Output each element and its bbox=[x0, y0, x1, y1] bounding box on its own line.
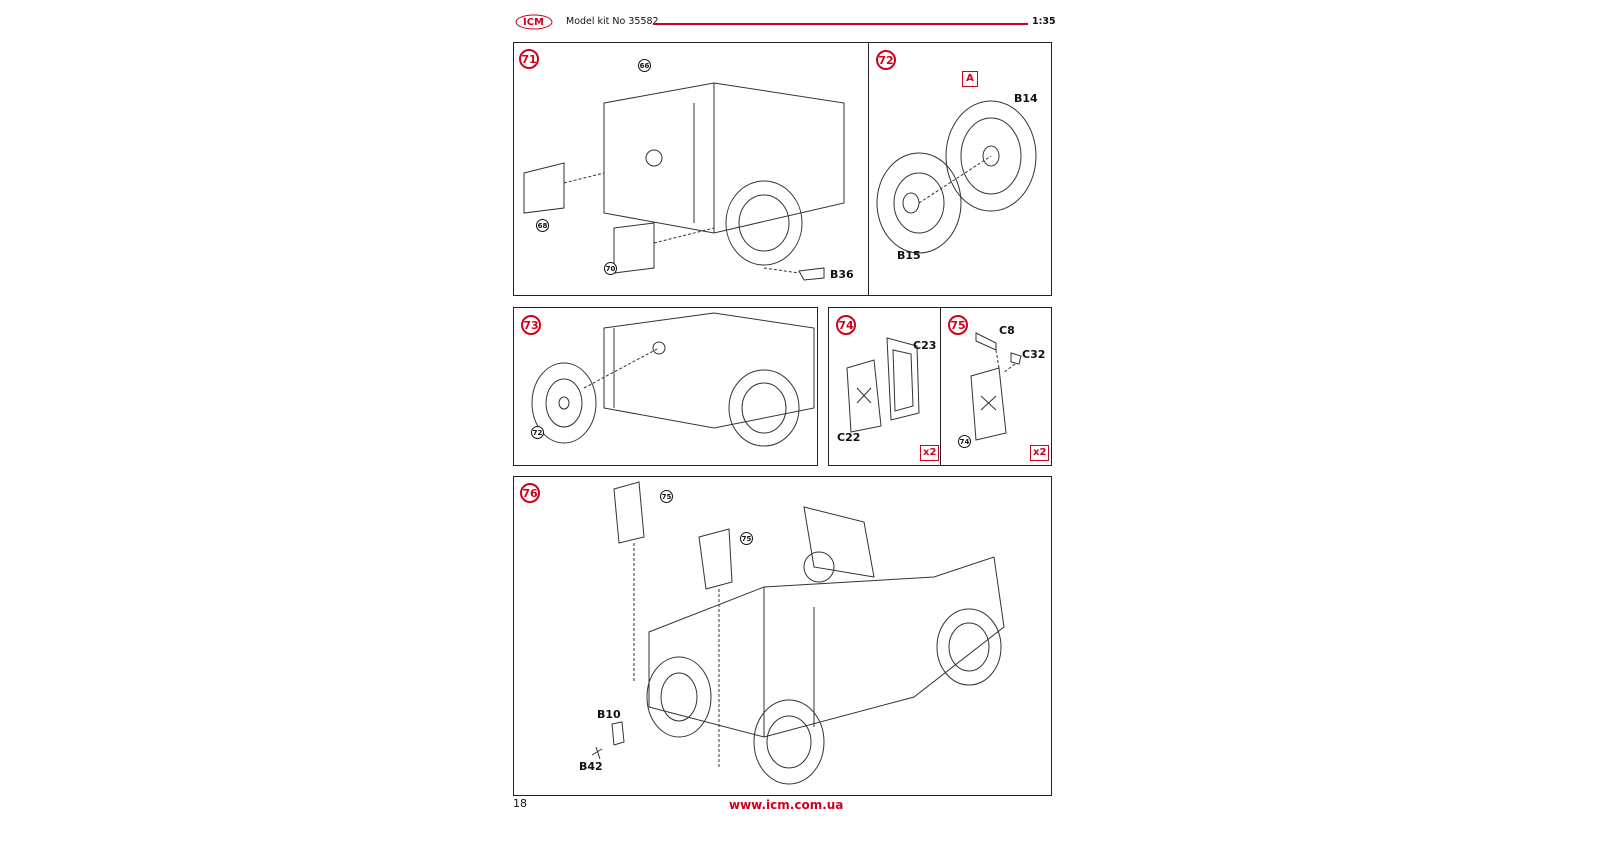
ref-75-middle: 75 bbox=[740, 532, 753, 545]
step-number-75: 75 bbox=[948, 315, 968, 335]
part-b36: B36 bbox=[830, 268, 854, 281]
ref-66: 66 bbox=[638, 59, 651, 72]
step-number-72: 72 bbox=[876, 50, 896, 70]
step-73-panel: 73 72 bbox=[513, 307, 818, 466]
ref-74: 74 bbox=[958, 435, 971, 448]
part-c22: C22 bbox=[837, 431, 861, 444]
svg-text:ICM: ICM bbox=[523, 17, 544, 28]
part-b14: B14 bbox=[1014, 92, 1038, 105]
jerrycan-assembly-drawing bbox=[846, 337, 920, 433]
footer-url[interactable]: www.icm.com.ua bbox=[729, 798, 844, 812]
step-75-panel: 75 C8 C32 74 x2 bbox=[940, 307, 1052, 466]
quantity-badge: x2 bbox=[920, 445, 940, 461]
wheel-drawing bbox=[876, 100, 1037, 254]
vehicle-spare-wheel-drawing bbox=[531, 312, 815, 447]
vehicle-rear-drawing bbox=[523, 82, 845, 281]
step-number-73: 73 bbox=[521, 315, 541, 335]
step-71-panel: 71 66 68 70 B36 bbox=[513, 42, 869, 296]
jerrycan-cap-drawing bbox=[970, 332, 1022, 441]
part-c32: C32 bbox=[1022, 348, 1046, 361]
header-scale: 1:35 bbox=[1032, 16, 1056, 27]
header-title: Model kit No 35582 bbox=[566, 16, 659, 27]
part-c23: C23 bbox=[913, 339, 937, 352]
quantity-badge: x2 bbox=[1030, 445, 1050, 461]
vehicle-final-assembly-drawing bbox=[591, 481, 1005, 785]
ref-68: 68 bbox=[536, 219, 549, 232]
step-74-panel: 74 C23 C22 x2 bbox=[828, 307, 941, 466]
step-number-76: 76 bbox=[520, 483, 540, 503]
color-code-a: A bbox=[962, 71, 978, 87]
part-b15: B15 bbox=[897, 249, 921, 262]
header-rule bbox=[653, 23, 1028, 25]
step-76-panel: 76 75 75 B10 B42 bbox=[513, 476, 1052, 796]
step-number-74: 74 bbox=[836, 315, 856, 335]
step-number-71: 71 bbox=[519, 49, 539, 69]
page-number: 18 bbox=[513, 797, 527, 810]
part-b10: B10 bbox=[597, 708, 621, 721]
part-b42: B42 bbox=[579, 760, 603, 773]
ref-70: 70 bbox=[604, 262, 617, 275]
step-72-panel: 72 A B14 B15 bbox=[868, 42, 1052, 296]
ref-72: 72 bbox=[531, 426, 544, 439]
icm-logo: ICM bbox=[514, 13, 554, 33]
ref-75-top: 75 bbox=[660, 490, 673, 503]
part-c8: C8 bbox=[999, 324, 1015, 337]
